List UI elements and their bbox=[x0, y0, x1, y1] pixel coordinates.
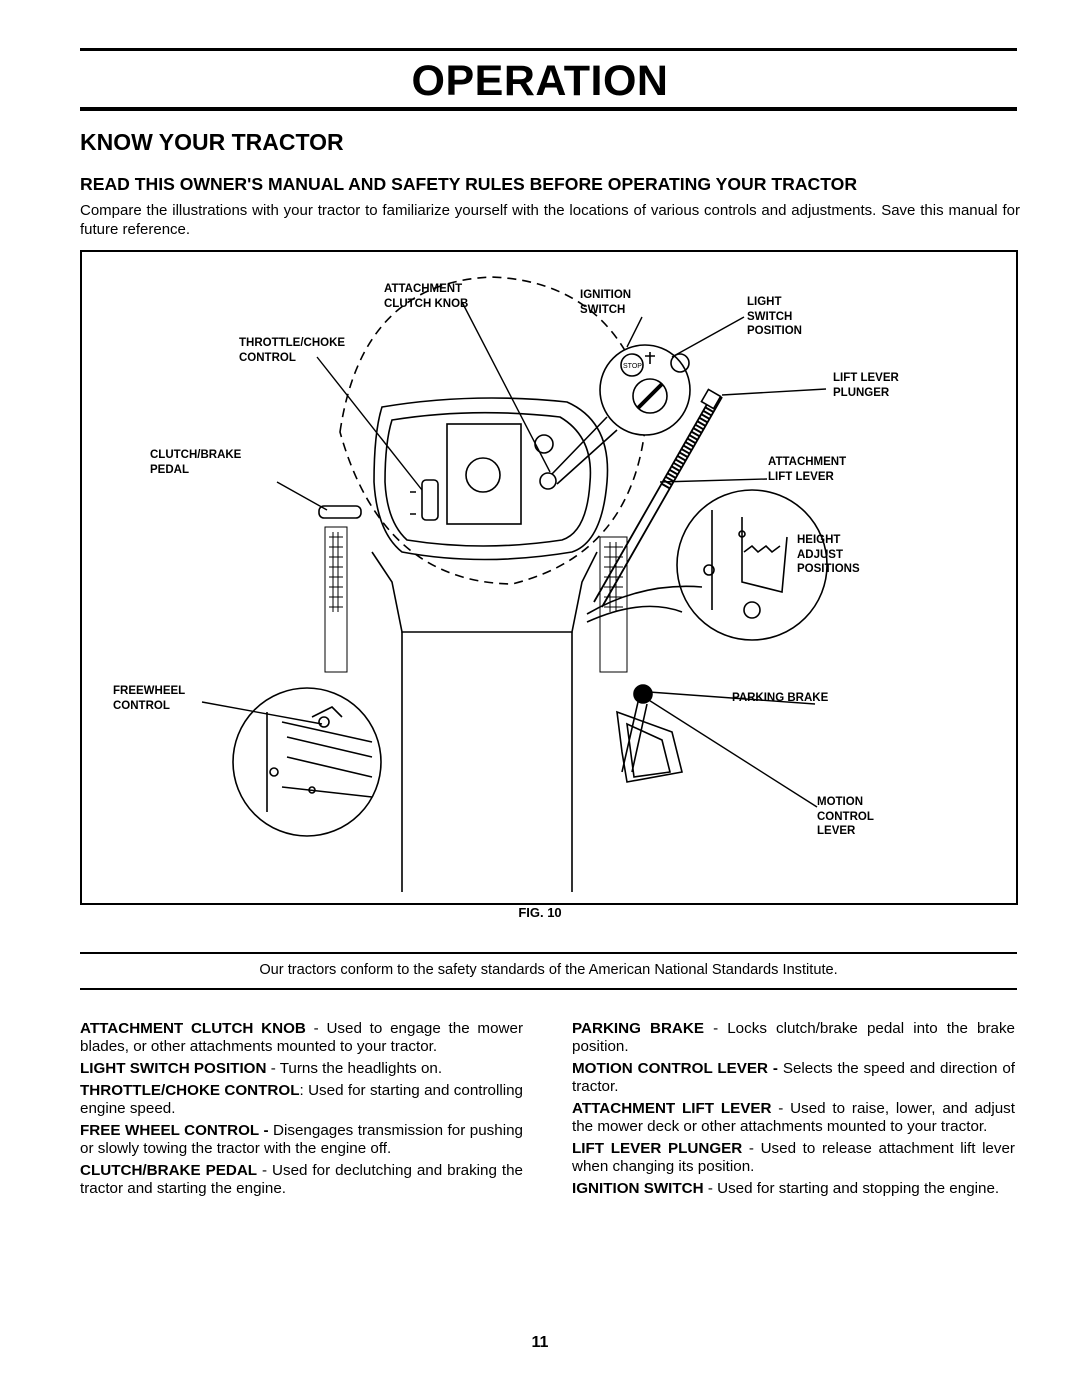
instrument-panel bbox=[446, 423, 522, 525]
lift-lever-plunger-shape bbox=[700, 388, 722, 410]
notice-rule-top bbox=[80, 952, 1017, 954]
title-rule bbox=[80, 107, 1017, 111]
motion-control-lever-shape bbox=[621, 701, 648, 773]
label-attachment-clutch-knob: ATTACHMENT CLUTCH KNOB bbox=[384, 283, 469, 310]
label-height-adjust-positions: HEIGHT ADJUST POSITIONS bbox=[797, 534, 860, 575]
height-adjust-detail-circle bbox=[676, 489, 828, 641]
dashboard-outline bbox=[373, 397, 609, 561]
clutch-knob-shape bbox=[539, 472, 557, 490]
desc-free-wheel-control: FREE WHEEL CONTROL - Disengages transmis… bbox=[80, 1122, 523, 1157]
label-clutch-brake-pedal: CLUTCH/BRAKE PEDAL bbox=[150, 449, 242, 476]
desc-motion-control-lever: MOTION CONTROL LEVER - Selects the speed… bbox=[572, 1060, 1016, 1095]
page-title: OPERATION bbox=[411, 57, 669, 105]
tractor-controls-illustration: STOP bbox=[201, 276, 828, 892]
label-freewheel-control: FREEWHEEL CONTROL bbox=[113, 685, 186, 712]
section-subtitle: READ THIS OWNER'S MANUAL AND SAFETY RULE… bbox=[80, 174, 858, 194]
label-light-switch-position: LIGHT SWITCH POSITION bbox=[747, 296, 802, 337]
page-number: 11 bbox=[531, 1334, 549, 1351]
gauge bbox=[465, 457, 501, 493]
notice-rule-bottom bbox=[80, 988, 1017, 990]
label-lift-lever-plunger: LIFT LEVER PLUNGER bbox=[833, 372, 899, 399]
seat-base bbox=[371, 551, 598, 633]
desc-attachment-clutch-knob: ATTACHMENT CLUTCH KNOB - Used to engage … bbox=[80, 1020, 524, 1055]
figure-frame: STOP bbox=[80, 250, 1018, 905]
figure-caption: FIG. 10 bbox=[518, 905, 562, 920]
desc-parking-brake: PARKING BRAKE - Locks clutch/brake pedal… bbox=[572, 1020, 1015, 1055]
desc-light-switch-position: LIGHT SWITCH POSITION - Turns the headli… bbox=[80, 1060, 443, 1077]
steering-dashed-circle bbox=[339, 276, 648, 585]
ignition-detail-circle bbox=[599, 344, 691, 436]
dashboard-inner bbox=[384, 411, 592, 547]
section-title: KNOW YOUR TRACTOR bbox=[80, 129, 344, 155]
label-motion-control-lever: MOTION CONTROL LEVER bbox=[817, 796, 874, 837]
clutch-brake-pedal-shape bbox=[318, 505, 362, 519]
leader-lines bbox=[201, 301, 827, 808]
intro-paragraph: Compare the illustrations with your trac… bbox=[80, 202, 1020, 238]
lift-lever-grip bbox=[660, 392, 723, 490]
footboard bbox=[401, 632, 573, 892]
ignition-connector bbox=[551, 416, 618, 485]
descriptions-left-column: ATTACHMENT CLUTCH KNOB - Used to engage … bbox=[80, 1020, 523, 1202]
small-switch bbox=[534, 434, 554, 454]
label-parking-brake: PARKING BRAKE bbox=[732, 692, 829, 704]
label-attachment-lift-lever: ATTACHMENT LIFT LEVER bbox=[768, 456, 847, 483]
descriptions-right-column: PARKING BRAKE - Locks clutch/brake pedal… bbox=[572, 1020, 1015, 1202]
label-ignition-switch: IGNITION SWITCH bbox=[580, 289, 632, 316]
label-throttle-choke-control: THROTTLE/CHOKE CONTROL bbox=[239, 337, 346, 364]
desc-throttle-choke-control: THROTTLE/CHOKE CONTROL: Used for startin… bbox=[80, 1082, 524, 1117]
desc-lift-lever-plunger: LIFT LEVER PLUNGER - Used to release att… bbox=[572, 1140, 1015, 1175]
top-rule bbox=[80, 48, 1017, 51]
desc-ignition-switch: IGNITION SWITCH - Used for starting and … bbox=[572, 1180, 1000, 1197]
ansi-notice: Our tractors conform to the safety stand… bbox=[259, 962, 838, 978]
motion-control-console bbox=[616, 710, 683, 783]
throttle-lever bbox=[421, 479, 439, 521]
left-fender bbox=[324, 526, 348, 673]
desc-attachment-lift-lever: ATTACHMENT LIFT LEVER - Used to raise, l… bbox=[572, 1100, 1015, 1135]
desc-clutch-brake-pedal: CLUTCH/BRAKE PEDAL - Used for declutchin… bbox=[80, 1162, 523, 1197]
stop-sign-text: STOP bbox=[623, 363, 642, 370]
